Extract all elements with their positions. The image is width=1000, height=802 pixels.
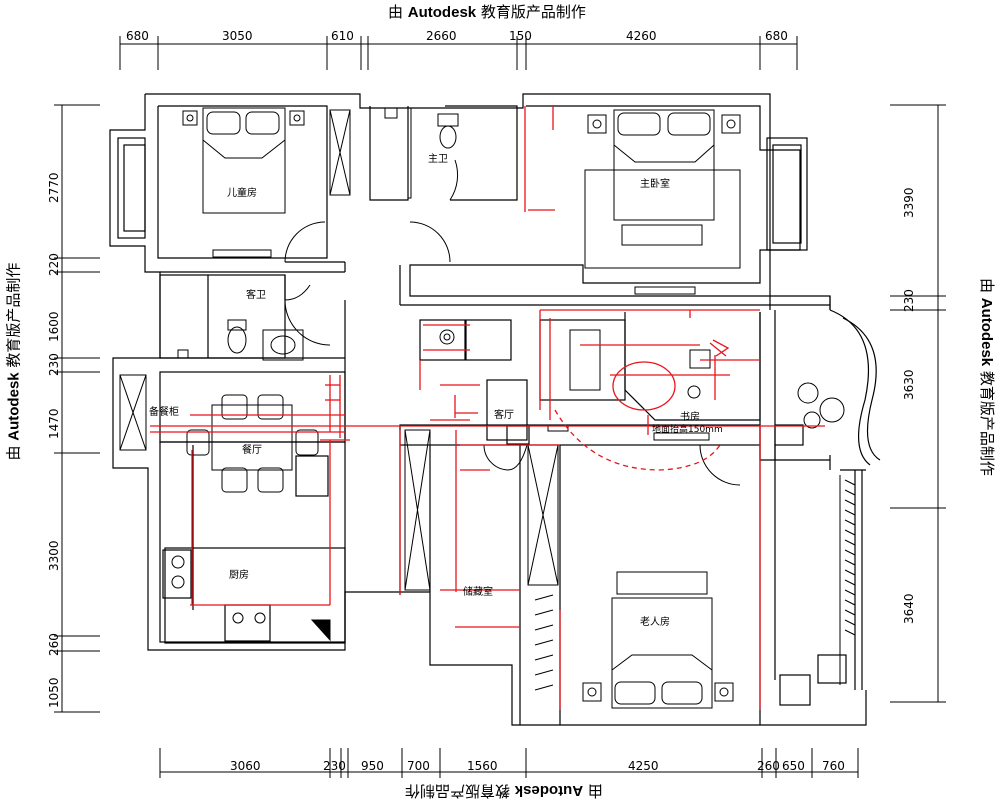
- room-label-master-bedroom: 主卧室: [640, 177, 670, 190]
- room-label-kids: 儿童房: [227, 186, 257, 199]
- dim-right-4: 3640: [902, 593, 916, 624]
- room-label-kitchen: 厨房: [229, 568, 249, 581]
- dim-top-6: 4260: [626, 29, 657, 43]
- room-label-elder: 老人房: [640, 615, 670, 628]
- dim-bottom-9: 760: [822, 759, 845, 773]
- watermark-bottom: 由 Autodesk 教育版产品制作: [405, 782, 603, 800]
- dim-left-3: 1600: [47, 311, 61, 342]
- room-label-dining: 餐厅: [242, 443, 262, 456]
- dim-right-1: 3390: [902, 187, 916, 218]
- room-label-study-note: 地面抬高150mm: [652, 423, 723, 435]
- furniture: [119, 107, 856, 709]
- watermark-top: 由 Autodesk 教育版产品制作: [388, 3, 586, 21]
- dim-top-1: 680: [126, 29, 149, 43]
- dimension-labels: 680 3050 610 2660 150 4260 680 3060 230 …: [47, 29, 916, 773]
- room-label-study: 书房: [680, 410, 700, 423]
- room-label-storage-cabinet: 备餐柜: [149, 405, 179, 418]
- dim-bottom-6: 4250: [628, 759, 659, 773]
- dim-top-3: 610: [331, 29, 354, 43]
- room-label-living: 客厅: [494, 408, 514, 421]
- dim-bottom-5: 1560: [467, 759, 498, 773]
- dim-top-7: 680: [765, 29, 788, 43]
- red-annotations: [150, 106, 825, 710]
- dim-bottom-3: 950: [361, 759, 384, 773]
- dim-bottom-8: 650: [782, 759, 805, 773]
- dim-left-8: 1050: [47, 677, 61, 708]
- dim-left-7: 260: [47, 633, 61, 656]
- dim-right-2: 230: [902, 289, 916, 312]
- room-labels: 儿童房 主卫 主卧室 客卫 备餐柜 餐厅 厨房 客厅 书房 地面抬高150mm …: [149, 153, 723, 628]
- dim-bottom-1: 3060: [230, 759, 261, 773]
- dim-top-4: 2660: [426, 29, 457, 43]
- dim-bottom-4: 700: [407, 759, 430, 773]
- dim-bottom-7: 260: [757, 759, 780, 773]
- watermark-right: 由 Autodesk 教育版产品制作: [978, 278, 996, 476]
- dim-top-5: 150: [509, 29, 532, 43]
- dimension-lines: [54, 36, 946, 778]
- dim-bottom-2: 230: [323, 759, 346, 773]
- dim-left-6: 3300: [47, 540, 61, 571]
- room-label-storage-room: 储藏室: [463, 585, 493, 598]
- dim-left-2: 220: [47, 253, 61, 276]
- dim-left-4: 230: [47, 353, 61, 376]
- room-label-main-toilet: 主卫: [428, 153, 448, 165]
- watermark-left: 由 Autodesk 教育版产品制作: [4, 262, 23, 461]
- room-label-guest-bath: 客卫: [246, 288, 266, 301]
- dim-top-2: 3050: [222, 29, 253, 43]
- dim-right-3: 3630: [902, 369, 916, 400]
- dim-left-1: 2770: [47, 172, 61, 203]
- dim-left-5: 1470: [47, 408, 61, 439]
